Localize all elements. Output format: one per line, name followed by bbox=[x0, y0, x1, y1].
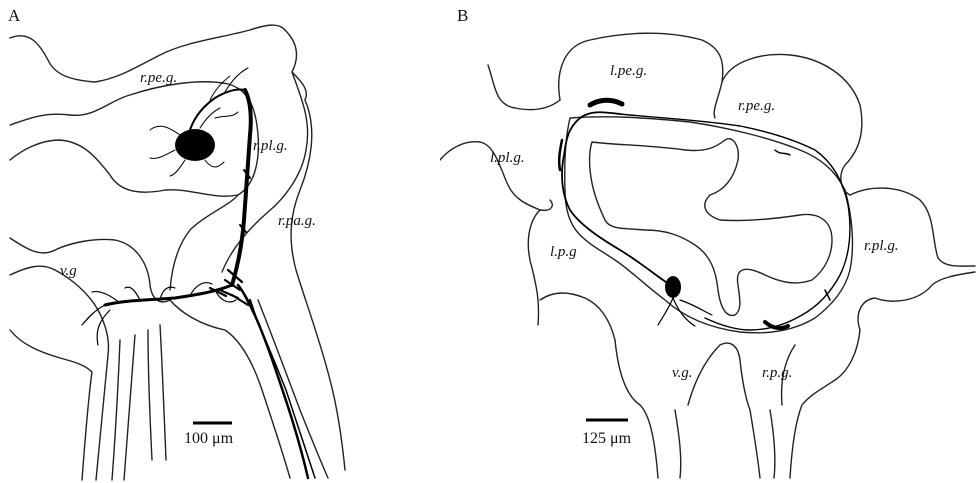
nerve-outline bbox=[82, 372, 92, 480]
neuron-axon bbox=[562, 112, 673, 287]
label-v-g: v.g bbox=[60, 263, 77, 279]
label-l-pl-g: l.pl.g. bbox=[490, 150, 525, 166]
panel-a: A bbox=[0, 0, 440, 483]
r-p-g-outline bbox=[770, 410, 775, 478]
label-v-g: v.g. bbox=[672, 365, 693, 381]
neuron-nerve-axon bbox=[244, 295, 315, 478]
nerve-outline bbox=[96, 355, 108, 480]
v-g-outline bbox=[688, 343, 760, 478]
neuron-branches bbox=[658, 298, 712, 326]
neuron-cluster bbox=[590, 100, 622, 105]
v-g-outline bbox=[10, 266, 109, 355]
label-r-pe-g: r.pe.g. bbox=[140, 70, 177, 86]
r-pl-g-outline bbox=[222, 72, 308, 272]
commissure-outline bbox=[590, 139, 832, 316]
panel-b-drawing: l.pe.g. r.pe.g. l.pl.g. l.p.g r.pl.g. v.… bbox=[440, 0, 977, 483]
ganglion-outline bbox=[790, 330, 860, 478]
label-r-pe-g: r.pe.g. bbox=[738, 98, 775, 114]
r-pe-g-outline bbox=[10, 82, 258, 196]
nerve-outline bbox=[258, 300, 328, 478]
nerve-outline bbox=[160, 325, 166, 460]
neuron-axon bbox=[232, 90, 251, 285]
v-g-outline bbox=[10, 238, 170, 302]
nerve-outline bbox=[112, 340, 120, 480]
scale-bar-a-label: 100 μm bbox=[184, 430, 234, 447]
r-pa-g-outline bbox=[291, 100, 345, 470]
l-p-g-outline bbox=[528, 210, 540, 325]
panel-b: B bbox=[440, 0, 977, 483]
v-g-outline bbox=[10, 330, 92, 372]
label-r-pa-g: r.pa.g. bbox=[278, 213, 316, 229]
r-pl-g-outline bbox=[850, 188, 975, 266]
nerve-outline bbox=[170, 300, 290, 478]
neuron-a bbox=[82, 68, 315, 478]
neuron-soma bbox=[175, 129, 215, 161]
neuron-varicosity bbox=[775, 150, 830, 300]
label-l-p-g: l.p.g bbox=[550, 244, 577, 260]
r-pl-g-outline bbox=[858, 272, 975, 330]
l-p-g-outline bbox=[540, 293, 615, 340]
ganglion-outline bbox=[285, 30, 306, 100]
v-g-outline bbox=[675, 410, 681, 478]
neuron-nerve-axon bbox=[238, 285, 308, 478]
panel-a-drawing: r.pe.g. r.pl.g. r.pa.g. v.g 100 μm bbox=[0, 0, 440, 483]
scale-bar-b-label: 125 μm bbox=[582, 430, 632, 447]
label-r-p-g: r.p.g. bbox=[762, 365, 792, 381]
nerve-outline bbox=[124, 335, 135, 480]
r-pe-g-outline bbox=[722, 54, 862, 195]
nerve-outline bbox=[148, 330, 152, 460]
l-pl-g-outline bbox=[488, 65, 560, 110]
label-l-pe-g: l.pe.g. bbox=[610, 63, 647, 79]
label-r-pl-g: r.pl.g. bbox=[864, 238, 899, 254]
ganglion-outline bbox=[170, 195, 238, 290]
v-g-outline bbox=[615, 340, 658, 478]
label-r-pl-g: r.pl.g. bbox=[253, 138, 288, 154]
